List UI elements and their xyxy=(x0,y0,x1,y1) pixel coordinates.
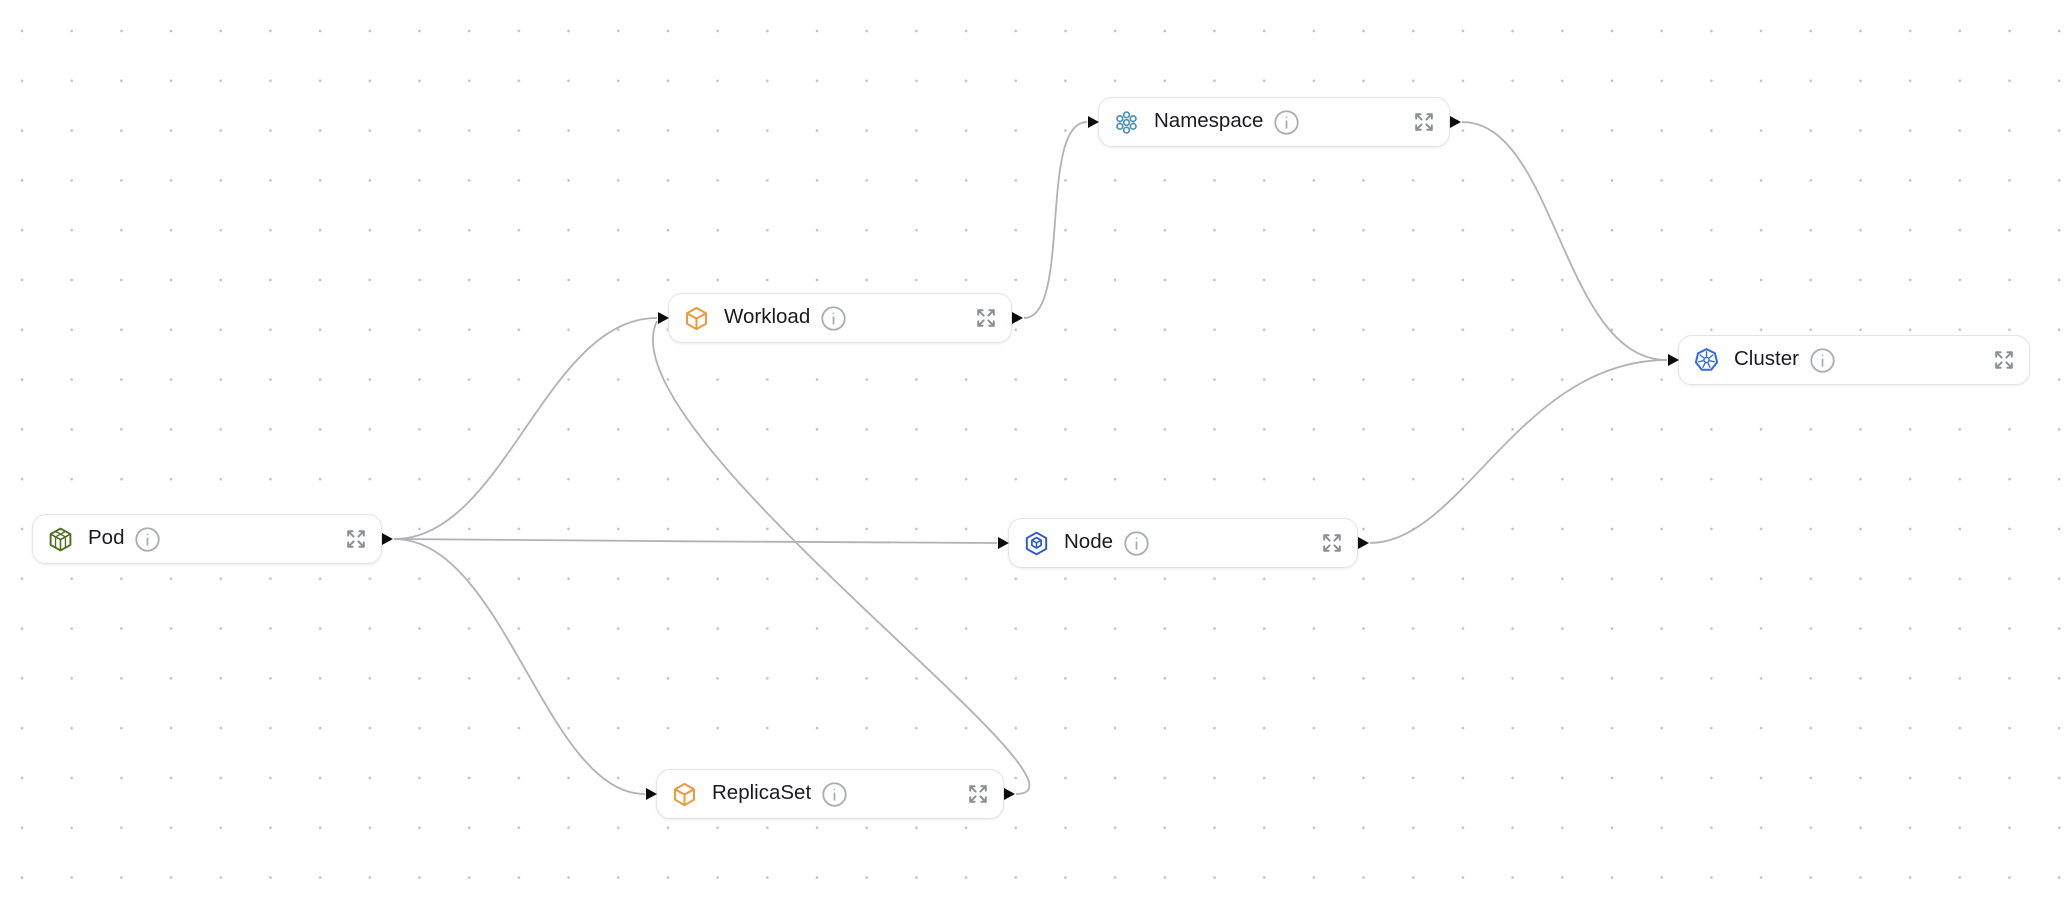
edge-target-arrow xyxy=(646,788,657,800)
node-workload[interactable]: Workload xyxy=(658,293,1023,343)
info-icon[interactable] xyxy=(819,304,848,333)
edge-pod-node xyxy=(393,538,998,544)
cube-icon xyxy=(671,781,698,808)
edge-target-arrow xyxy=(1088,116,1099,128)
namespace-dots-icon xyxy=(1113,109,1140,136)
node-label-workload: Workload xyxy=(724,305,811,329)
edge-node-cluster xyxy=(1369,359,1668,544)
node-replicaset[interactable]: ReplicaSet xyxy=(646,769,1015,819)
edge-workload-namespace xyxy=(1023,121,1088,319)
node-label-replicaset: ReplicaSet xyxy=(712,781,812,805)
expand-icon[interactable] xyxy=(1992,348,2016,372)
edge-replicaset-workload xyxy=(652,320,1031,795)
node-node[interactable]: Node xyxy=(998,518,1369,568)
info-icon[interactable] xyxy=(1272,108,1301,137)
expand-icon[interactable] xyxy=(344,527,368,551)
edge-namespace-cluster xyxy=(1461,121,1668,361)
node-cluster[interactable]: Cluster xyxy=(1668,335,2030,385)
edge-source-arrow xyxy=(1012,312,1023,324)
info-icon[interactable] xyxy=(1122,529,1151,558)
info-icon[interactable] xyxy=(133,525,162,554)
edge-pod-workload xyxy=(393,317,658,540)
node-label-node: Node xyxy=(1064,530,1114,554)
kubernetes-icon xyxy=(1693,347,1720,374)
edge-target-arrow xyxy=(658,312,669,324)
edge-source-arrow xyxy=(382,533,393,545)
node-pod[interactable]: Pod xyxy=(32,514,393,564)
edge-source-arrow xyxy=(1450,116,1461,128)
edge-target-arrow xyxy=(998,537,1009,549)
info-icon[interactable] xyxy=(1808,346,1837,375)
node-label-cluster: Cluster xyxy=(1734,347,1799,371)
node-cube-icon xyxy=(1023,530,1050,557)
cube-icon xyxy=(683,305,710,332)
edge-source-arrow xyxy=(1358,537,1369,549)
pod-cube-icon xyxy=(47,526,74,553)
node-label-namespace: Namespace xyxy=(1154,109,1264,133)
info-icon[interactable] xyxy=(820,780,849,809)
edge-pod-replicaset xyxy=(393,538,646,795)
node-label-pod: Pod xyxy=(88,526,125,550)
expand-icon[interactable] xyxy=(966,782,990,806)
expand-icon[interactable] xyxy=(1412,110,1436,134)
edge-target-arrow xyxy=(1668,354,1679,366)
expand-icon[interactable] xyxy=(974,306,998,330)
expand-icon[interactable] xyxy=(1320,531,1344,555)
edge-source-arrow xyxy=(1004,788,1015,800)
node-namespace[interactable]: Namespace xyxy=(1088,97,1461,147)
